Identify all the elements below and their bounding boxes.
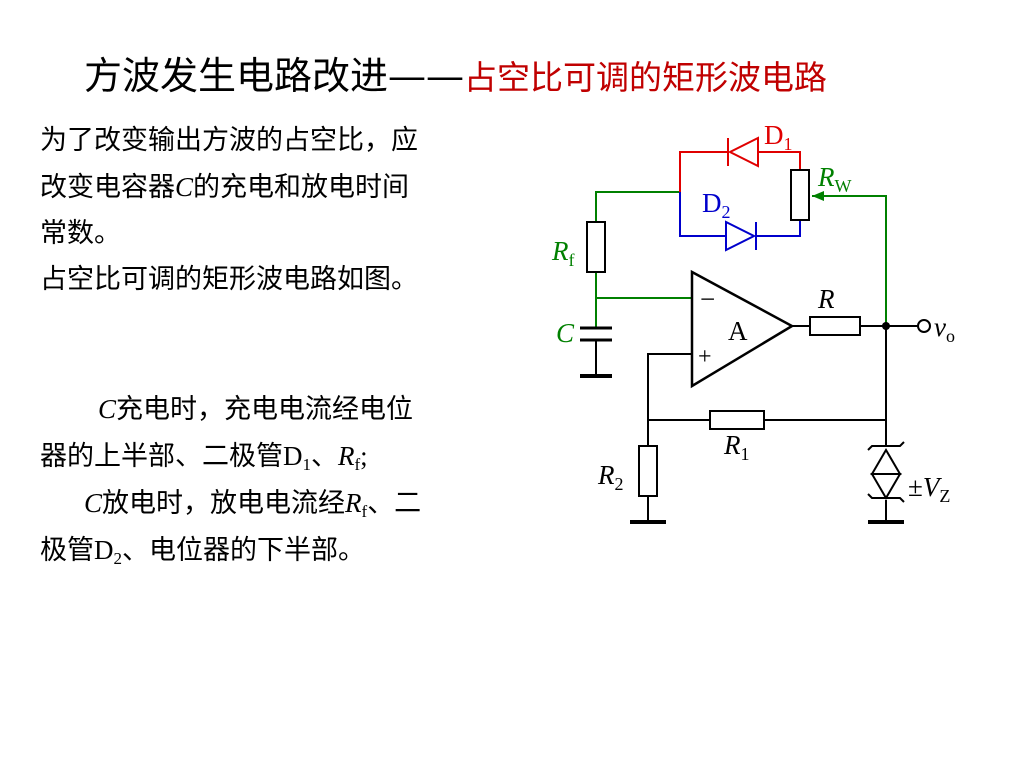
label-vz: ±VZ <box>908 472 950 506</box>
var-c: C <box>98 394 117 424</box>
page-title: 方波发生电路改进——占空比可调的矩形波电路 <box>84 48 1014 106</box>
output-junction <box>882 322 890 330</box>
wire-rf-top <box>595 191 680 222</box>
intro-line-2: 改变电容器C的充电和放电时间 <box>40 164 530 211</box>
charge-line-2: 器的上半部、二极管D1、Rf; <box>40 433 530 480</box>
wire-inverting <box>595 272 692 299</box>
rf-subscript: f <box>354 455 361 474</box>
title-accent: 占空比可调的矩形波电路 <box>464 58 828 97</box>
d2-symbol: D <box>94 535 114 565</box>
diode-d2-triangle <box>725 220 757 252</box>
title-main: 方波发生电路改进—— <box>84 54 465 98</box>
capacitor-c <box>580 326 612 342</box>
rf-symbol: R <box>345 488 362 518</box>
charge-line-1: C充电时，充电电流经电位 <box>40 386 530 433</box>
red-branch <box>679 136 801 192</box>
separator: 、 <box>311 441 338 472</box>
label-r1: R1 <box>723 430 750 464</box>
green-wires <box>595 191 887 328</box>
diode-d1-triangle <box>727 136 759 168</box>
d1-symbol: D <box>283 441 303 471</box>
rf-subscript: f <box>361 502 368 521</box>
resistor-rw <box>790 169 810 221</box>
resistor-r1 <box>709 410 765 430</box>
intro-line-2-pre: 改变电容器 <box>40 172 175 203</box>
wire-d1-right <box>758 151 801 170</box>
label-minus: − <box>700 284 715 314</box>
wire-noninverting <box>647 353 710 421</box>
label-vo: vo <box>934 312 955 346</box>
discharge-line-1: C放电时，放电电流经Rf、二 <box>40 480 530 527</box>
zener-diodes <box>867 441 905 503</box>
explanation-text: C充电时，充电电流经电位 器的上半部、二极管D1、Rf; C放电时，放电电流经R… <box>40 386 530 574</box>
output-terminal <box>917 319 931 333</box>
label-plus: + <box>698 344 712 370</box>
intro-line-3: 常数。 <box>40 218 121 249</box>
discharge-line-2-pre: 极管 <box>40 535 94 566</box>
label-rf: Rf <box>551 236 575 270</box>
label-rw: RW <box>817 162 852 196</box>
intro-line-4: 占空比可调的矩形波电路如图。 <box>40 264 418 295</box>
discharge-line-1-post: 、二 <box>367 488 422 519</box>
intro-line-2-post: 的充电和放电时间 <box>193 172 410 203</box>
resistor-r2 <box>638 445 658 497</box>
resistor-r <box>809 316 861 336</box>
label-d2: D2 <box>702 188 731 222</box>
intro-line-1: 为了改变输出方波的占空比，应 <box>40 125 418 156</box>
circuit-diagram: D1 D2 RW Rf C R R1 R2 A − + vo ±VZ <box>551 120 955 524</box>
label-d1: D1 <box>764 120 793 154</box>
blue-branch <box>679 192 801 252</box>
semicolon: ; <box>360 441 368 471</box>
resistor-rf <box>586 221 606 273</box>
wire-d2-right <box>756 220 801 237</box>
wire-d1-left <box>679 151 728 192</box>
opamp-triangle <box>690 269 795 389</box>
d1-subscript: 1 <box>302 455 312 474</box>
rf-symbol: R <box>338 441 355 471</box>
charge-line-1-text: 充电时，充电电流经电位 <box>116 394 414 425</box>
discharge-line-1-text: 放电时，放电电流经 <box>102 488 346 519</box>
discharge-line-2: 极管D2、电位器的下半部。 <box>40 527 530 574</box>
discharge-line-2-post: 、电位器的下半部。 <box>122 535 365 566</box>
wiper-arrow <box>812 191 824 201</box>
label-r: R <box>817 284 835 314</box>
wire-d2-left <box>679 192 726 237</box>
intro-text: 为了改变输出方波的占空比，应 改变电容器C的充电和放电时间 常数。 占空比可调的… <box>40 118 530 303</box>
var-c: C <box>175 172 194 202</box>
label-r2: R2 <box>597 460 624 494</box>
var-c: C <box>84 488 103 518</box>
label-opamp: A <box>728 316 748 346</box>
charge-line-2-text: 器的上半部、二极管 <box>40 441 283 472</box>
wire-rw-wiper <box>812 195 887 326</box>
d2-subscript: 2 <box>113 549 123 568</box>
label-c: C <box>556 318 575 348</box>
black-wires <box>647 325 918 520</box>
